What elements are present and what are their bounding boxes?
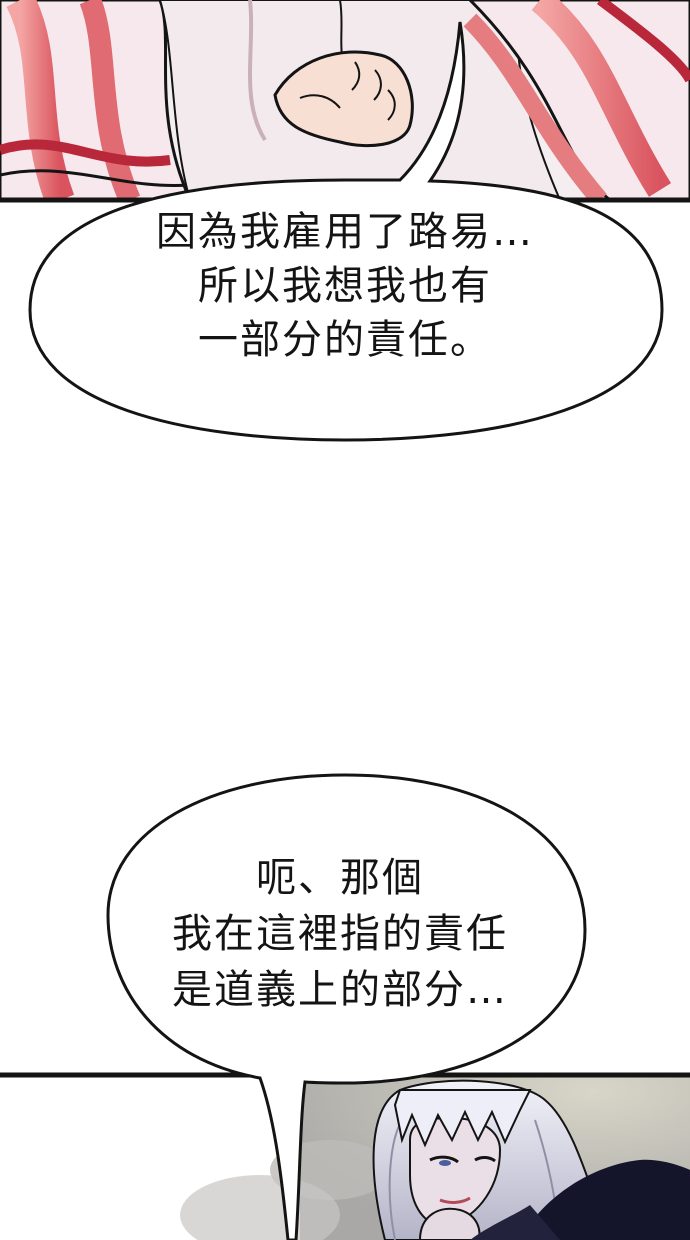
dialogue-line: 呃、那個 xyxy=(256,855,424,901)
dialogue-line: 所以我想我也有 xyxy=(198,263,492,309)
speech-bubble-bottom xyxy=(106,773,587,1240)
dialogue-line: 是道義上的部分… xyxy=(172,967,508,1013)
dialogue-line: 因為我雇用了路易… xyxy=(156,209,534,255)
dialogue-line: 一部分的責任。 xyxy=(198,317,492,363)
speech-bubble-bottom-text: 呃、那個 我在這裡指的責任 是道義上的部分… xyxy=(110,850,570,1018)
speech-bubble-top xyxy=(28,21,664,442)
speech-bubble-top-text: 因為我雇用了路易… 所以我想我也有 一部分的責任。 xyxy=(60,205,630,367)
top-panel-art xyxy=(0,0,690,200)
bottom-panel-art xyxy=(0,1075,690,1240)
dialogue-line: 我在這裡指的責任 xyxy=(172,911,508,957)
